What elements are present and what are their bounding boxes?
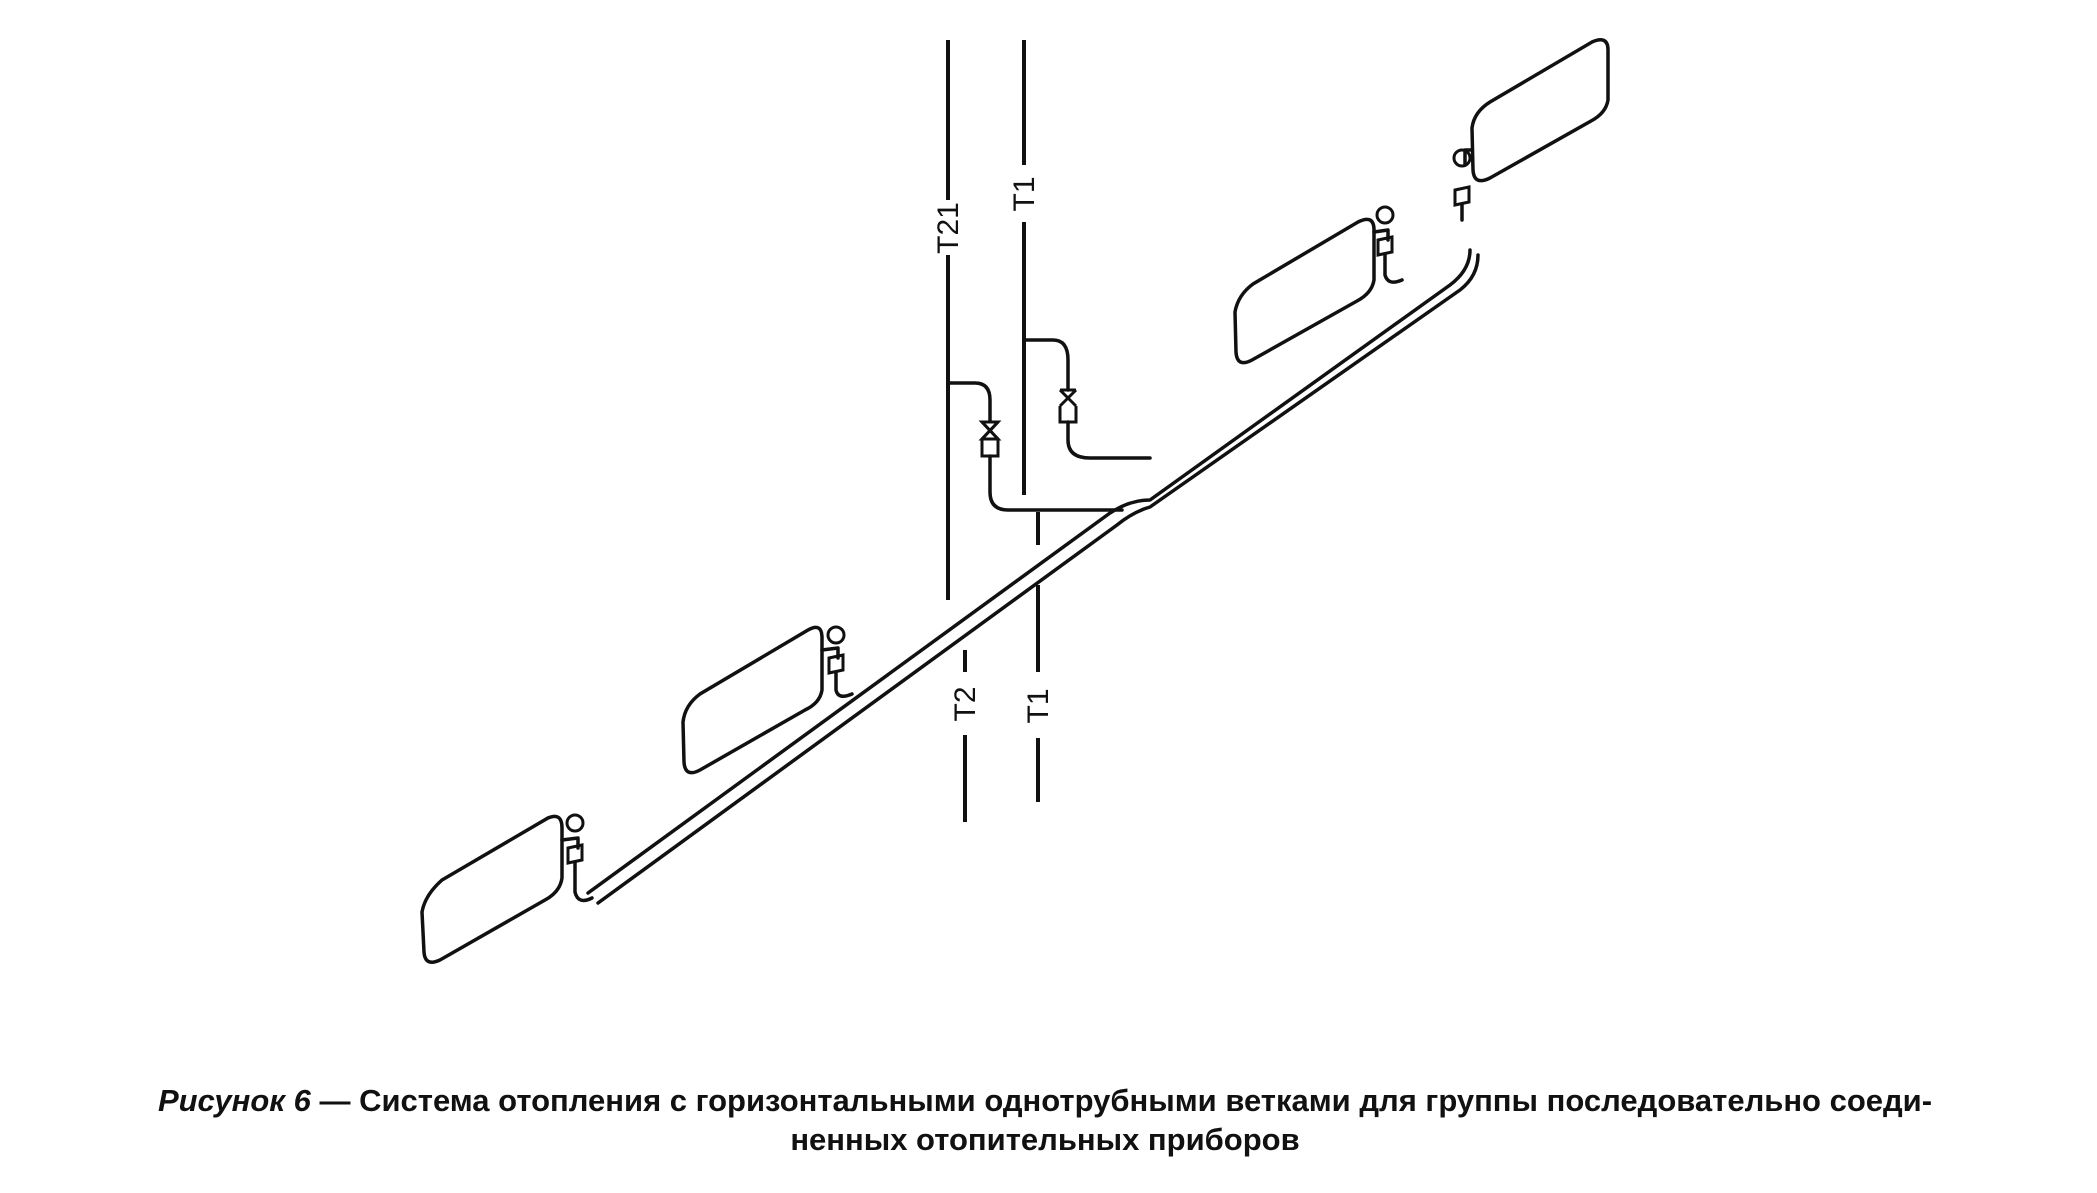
caption-label: Рисунок 6 xyxy=(157,1083,311,1118)
air-vent-icon xyxy=(826,625,846,645)
branch-return-t21 xyxy=(946,381,1124,512)
riser-label-t1-bottom: T1 xyxy=(1022,688,1055,723)
valve-icon xyxy=(1058,388,1078,424)
radiator-4 xyxy=(1452,38,1610,222)
caption-text-line1: — Система отопления с горизонтальными од… xyxy=(310,1083,1933,1118)
air-vent-icon xyxy=(1452,148,1472,168)
radiator-2 xyxy=(681,625,854,775)
main-branch-pipe-lower xyxy=(596,253,1480,905)
air-vent-icon xyxy=(565,813,585,833)
valve-icon xyxy=(978,420,1002,458)
riser-label-t2: T2 xyxy=(949,686,982,721)
air-vent-icon xyxy=(1375,205,1395,225)
branch-supply-t1 xyxy=(1022,338,1152,460)
radiator-1 xyxy=(420,813,594,964)
main-branch-pipe-upper xyxy=(586,248,1472,895)
caption-text-line2: ненных отопительных приборов xyxy=(790,1121,1300,1157)
radiator-3 xyxy=(1233,205,1404,365)
figure-caption: Рисунок 6 — Система отопления с горизонт… xyxy=(40,1082,2050,1160)
riser-label-t1-top: T1 xyxy=(1008,176,1041,211)
riser-label-t21: T21 xyxy=(932,202,965,254)
